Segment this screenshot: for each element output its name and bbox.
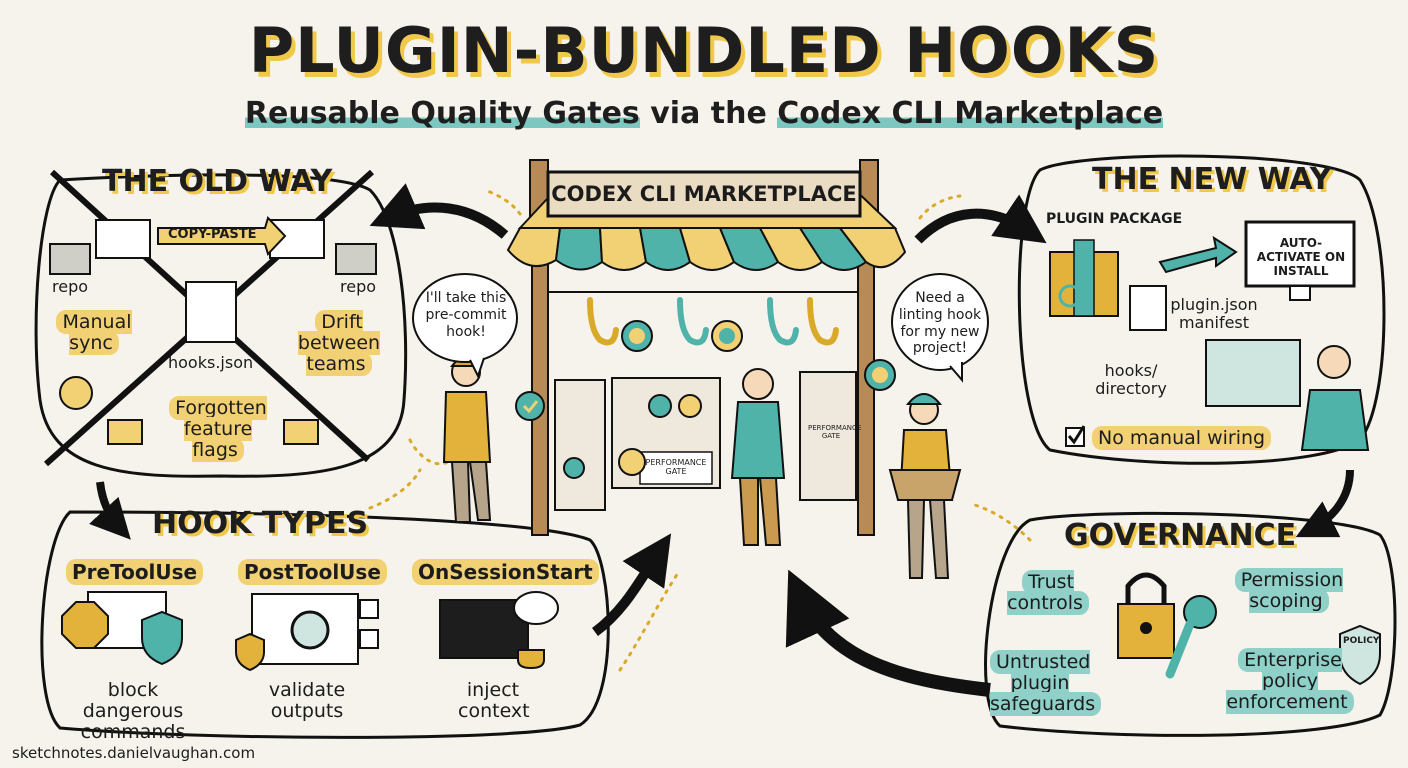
hook-types-panel-outline bbox=[40, 510, 610, 739]
copy-paste-label: COPY-PASTE bbox=[168, 227, 257, 242]
bubble-right-shape bbox=[891, 273, 989, 371]
policy-badge: POLICY bbox=[1343, 636, 1380, 646]
pretooluse-label: PreToolUse bbox=[66, 559, 204, 585]
permission-scoping-label: Permission scoping bbox=[1226, 568, 1352, 613]
credit-link[interactable]: sketchnotes.danielvaughan.com bbox=[12, 744, 256, 762]
manifest-label: plugin.json manifest bbox=[1170, 295, 1258, 332]
governance-title: GOVERNANCE bbox=[1064, 518, 1297, 553]
posttooluse-label: PostToolUse bbox=[238, 559, 387, 585]
marketplace-stall bbox=[506, 159, 907, 536]
shopper-center bbox=[730, 368, 786, 546]
marketplace-sign: CODEX CLI MARKETPLACE bbox=[551, 182, 857, 206]
repo-right-label: repo bbox=[340, 277, 377, 296]
performance-gate-sign-2: PERFORMANCE GATE bbox=[808, 424, 862, 440]
manual-sync-label: Manual sync bbox=[48, 310, 140, 355]
shopper-left bbox=[442, 356, 545, 523]
old-way-panel-outline bbox=[34, 173, 408, 478]
pretooluse-desc: block dangerous commands bbox=[80, 679, 186, 743]
subtitle-part-2: via the bbox=[639, 96, 778, 131]
repo-left-label: repo bbox=[52, 277, 89, 296]
new-way-title: THE NEW WAY bbox=[1092, 162, 1332, 197]
posttooluse-desc: validate outputs bbox=[268, 679, 346, 722]
hook-types-title: HOOK TYPES bbox=[152, 506, 369, 541]
subtitle-part-3: Codex CLI Marketplace bbox=[777, 96, 1164, 131]
forgotten-label: Forgotten feature flags bbox=[158, 396, 278, 462]
auto-activate-label: AUTO-ACTIVATE ON INSTALL bbox=[1256, 236, 1346, 278]
page-title: PLUGIN-BUNDLED HOOKS bbox=[248, 14, 1160, 87]
speech-bubble-right: Need a linting hook for my new project! bbox=[898, 290, 982, 357]
shopper-right bbox=[888, 393, 962, 579]
bubble-left-shape bbox=[412, 273, 518, 363]
performance-gate-sign: PERFORMANCE GATE bbox=[645, 458, 707, 476]
subtitle-part-1: Reusable Quality Gates bbox=[244, 96, 640, 131]
hooks-dir-label: hooks/ directory bbox=[1095, 361, 1167, 398]
onsessionstart-label: OnSessionStart bbox=[412, 559, 599, 585]
plugin-package-label: PLUGIN PACKAGE bbox=[1046, 211, 1183, 227]
no-manual-wiring-label: No manual wiring bbox=[1092, 426, 1272, 450]
old-way-title: THE OLD WAY bbox=[102, 164, 333, 199]
hooks-json-label: hooks.json bbox=[168, 353, 254, 372]
enterprise-policy-label: Enterprise policy enforcement bbox=[1220, 648, 1360, 714]
page-subtitle: Reusable Quality Gates via the Codex CLI… bbox=[0, 96, 1408, 131]
onsessionstart-desc: inject context bbox=[458, 679, 530, 722]
drift-label: Drift between teams bbox=[297, 310, 381, 376]
trust-controls-label: Trust controls bbox=[1000, 570, 1096, 615]
untrusted-plugin-label: Untrusted plugin safeguards bbox=[990, 650, 1102, 716]
speech-bubble-left: I'll take this pre-commit hook! bbox=[425, 290, 507, 340]
